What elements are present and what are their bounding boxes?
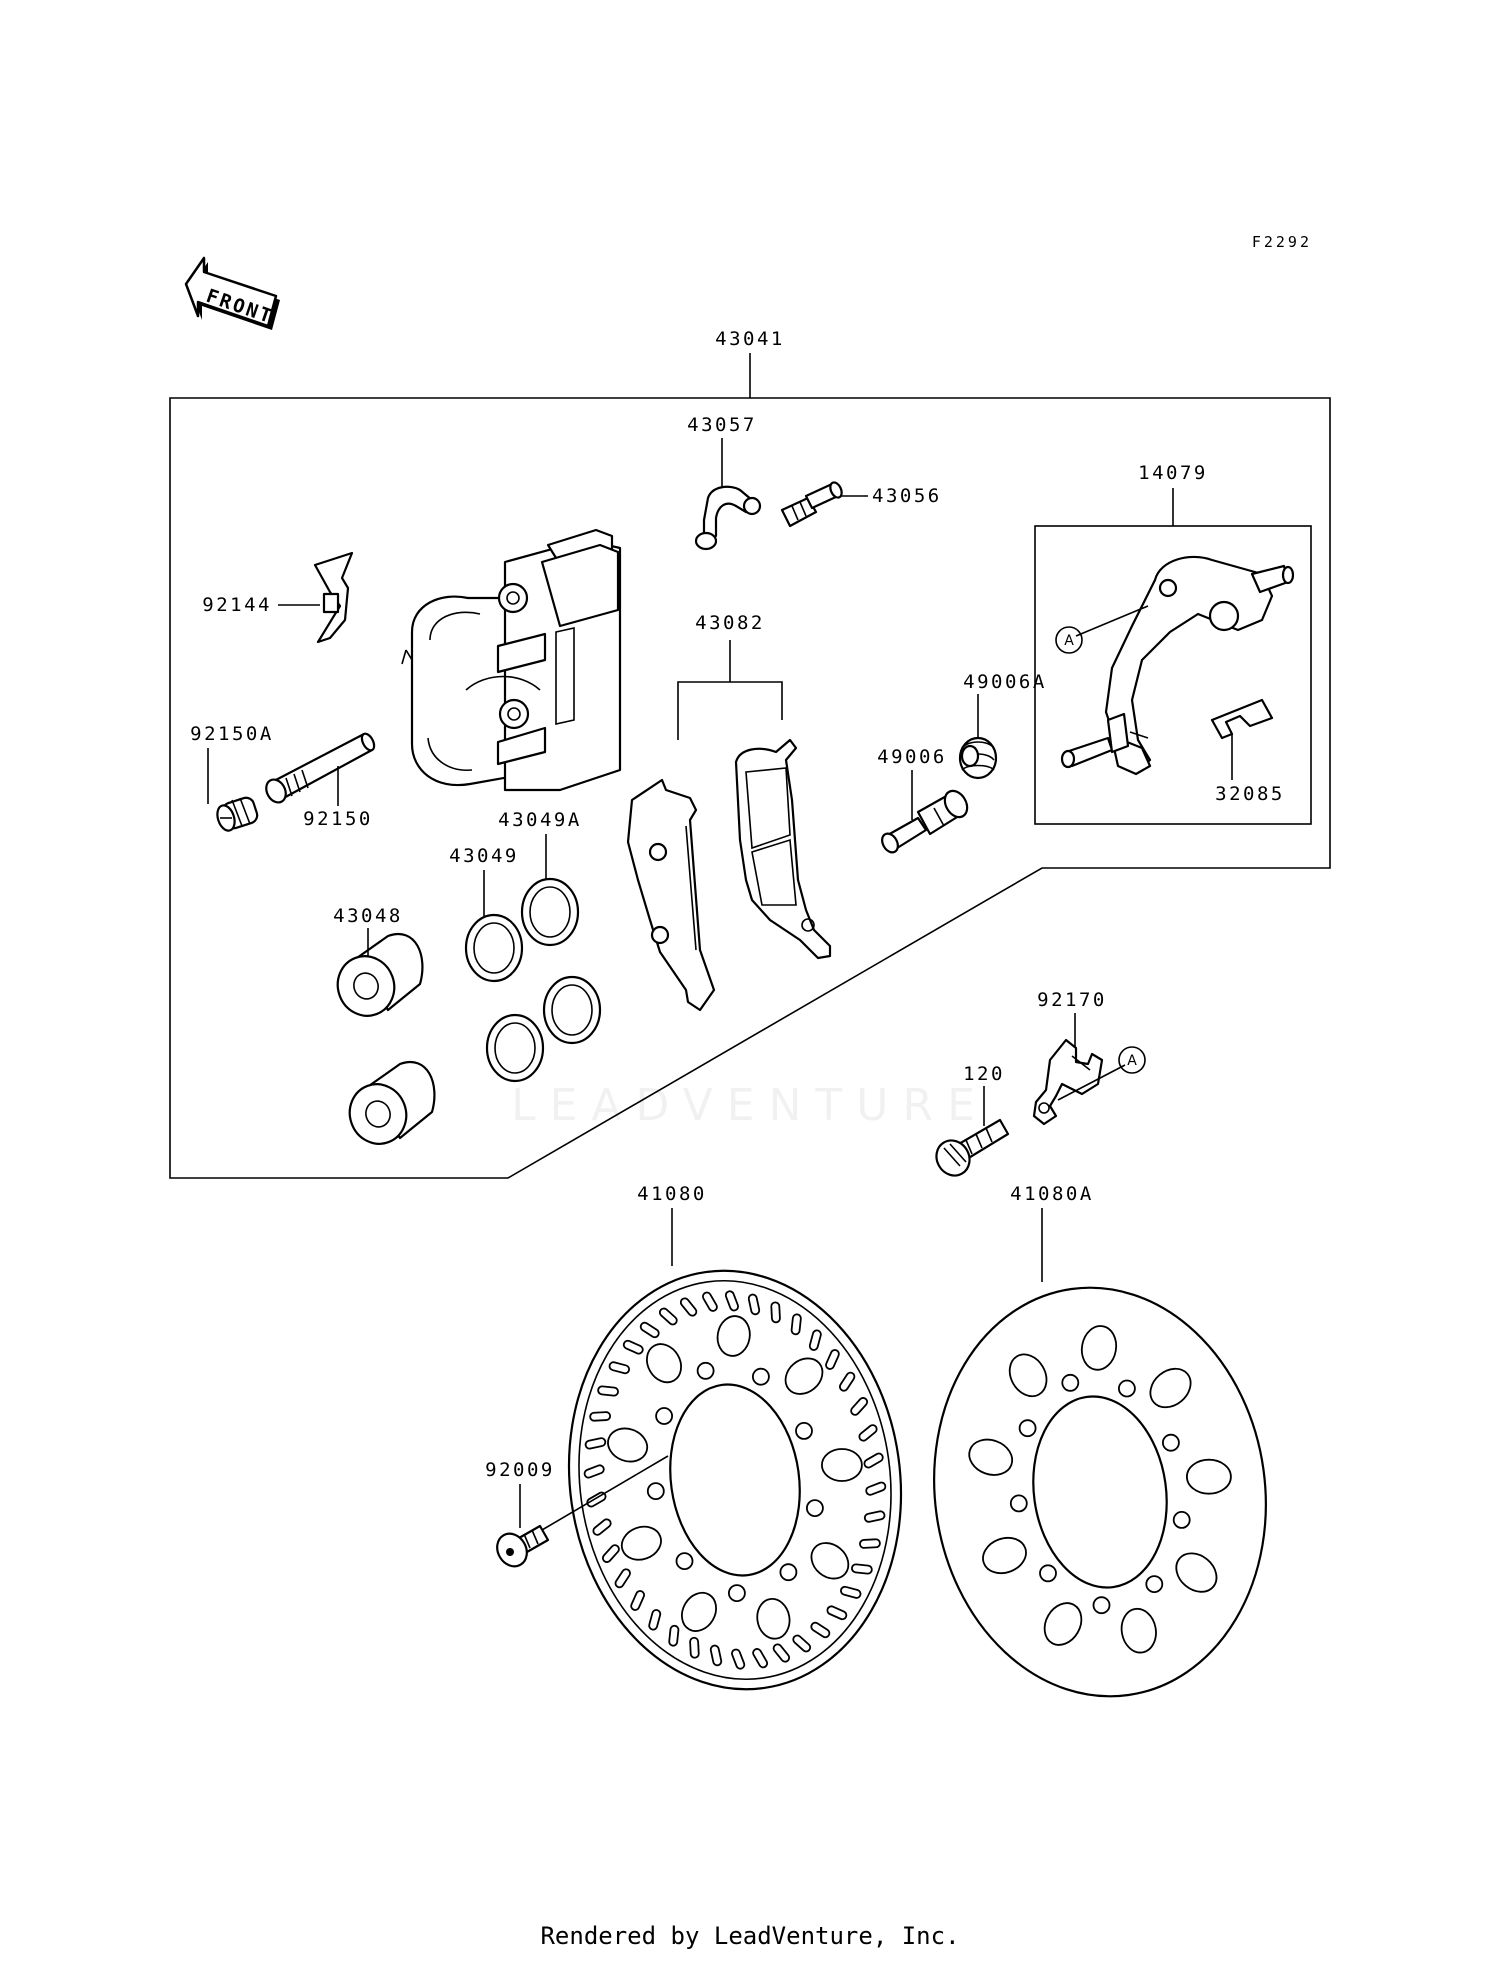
caliper-body: [401, 528, 622, 792]
reference-marker-label-2: A: [1127, 1053, 1137, 1069]
label-43049: 43049: [449, 845, 519, 867]
slide-pin: [881, 789, 969, 854]
label-43057: 43057: [687, 414, 757, 436]
label-43049A: 43049A: [498, 809, 582, 831]
reference-marker-a-hose: [1118, 1046, 1146, 1074]
caliper-bracket: [1060, 555, 1295, 776]
label-92009: 92009: [485, 1459, 555, 1481]
label-92170: 92170: [1037, 989, 1107, 1011]
pad-pin: [265, 732, 376, 804]
label-43082: 43082: [695, 612, 765, 634]
watermark: LEADVENTURE: [511, 1080, 989, 1131]
label-14079: 14079: [1138, 462, 1208, 484]
label-92150A: 92150A: [190, 723, 274, 745]
label-32085: 32085: [1215, 783, 1285, 805]
hose-bracket: [1032, 1038, 1104, 1126]
label-41080: 41080: [637, 1183, 707, 1205]
pad-pin-plug: [216, 796, 259, 832]
diagram-code: F2292: [1252, 233, 1312, 251]
reference-marker-a-bracket: [1055, 626, 1083, 654]
front-arrow-icon: FRONT: [184, 256, 280, 330]
pistons: [336, 933, 436, 1145]
caliper-kit-outline: [169, 397, 1331, 1179]
hose-clip: [694, 485, 762, 551]
label-43056: 43056: [872, 485, 942, 507]
footer-credit: Rendered by LeadVenture, Inc.: [540, 1922, 960, 1950]
label-43048: 43048: [333, 905, 403, 927]
label-92150: 92150: [303, 808, 373, 830]
brake-pad-right: [734, 738, 832, 960]
pad-set-bracket: [677, 681, 783, 740]
bracket-bolt: [935, 1118, 1010, 1177]
label-49006: 49006: [877, 746, 947, 768]
brake-pad-left: [626, 778, 716, 1012]
label-43041: 43041: [715, 328, 785, 350]
reference-marker-label: A: [1064, 633, 1074, 649]
label-49006A: 49006A: [963, 671, 1047, 693]
label-92144: 92144: [202, 594, 272, 616]
label-41080A: 41080A: [1010, 1183, 1094, 1205]
brake-disc-a: [933, 1286, 1267, 1698]
boot: [958, 736, 998, 780]
disc-bolt: [496, 1524, 550, 1568]
label-120: 120: [963, 1063, 1005, 1085]
bleed-valve: [780, 481, 843, 528]
pad-spring-clip: [313, 551, 354, 644]
brake-disc: [567, 1269, 903, 1691]
piston-seals: [464, 877, 602, 1083]
pad-spring: [1210, 698, 1274, 740]
